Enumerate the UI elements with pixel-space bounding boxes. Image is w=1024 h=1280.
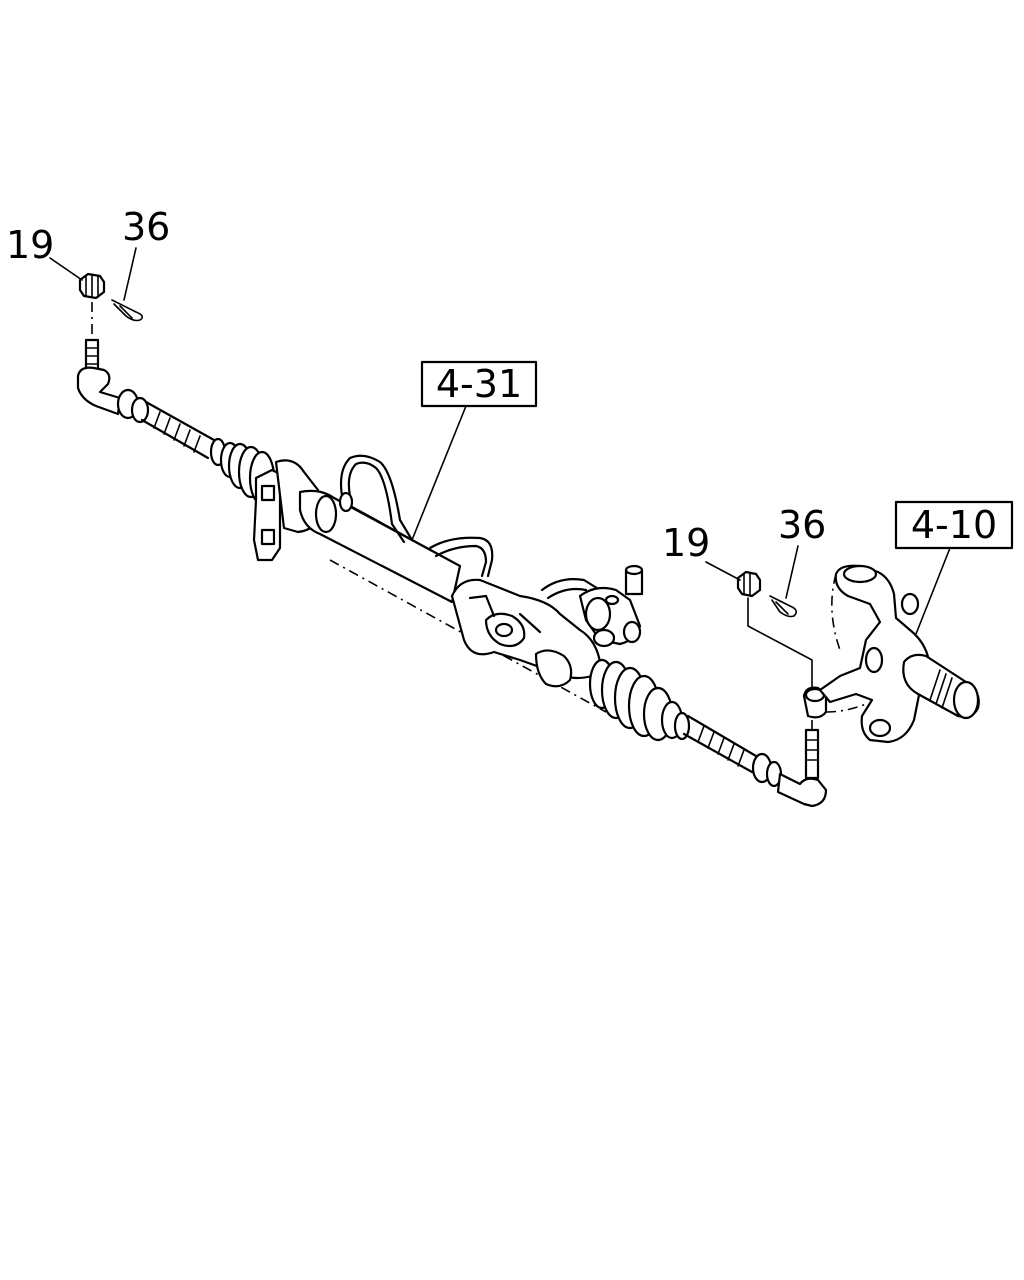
right-boot <box>588 658 691 742</box>
left-tie-rod-end <box>76 366 150 424</box>
ref-label-knuckle: 4-10 <box>911 503 997 547</box>
callout-leader-36-right <box>785 545 799 599</box>
left-tie-rod <box>140 400 227 467</box>
left-nut <box>78 272 106 300</box>
right-tie-rod <box>682 714 783 788</box>
pinion-valve <box>578 564 644 648</box>
callout-leader-36-left <box>123 247 137 301</box>
ref-label-steering-gear: 4-31 <box>436 362 522 406</box>
ref-box-knuckle: 4-10 <box>894 500 1014 550</box>
right-assembly-path <box>747 597 813 691</box>
spindle <box>902 653 980 720</box>
left-cotter-pin <box>111 299 144 322</box>
callout-19-left: 19 <box>6 223 54 267</box>
right-nut <box>736 570 762 598</box>
ref-leader-4-31 <box>411 405 467 541</box>
left-stud <box>84 338 100 372</box>
knuckle-arm-boss <box>802 686 828 719</box>
callout-19-right: 19 <box>662 521 710 565</box>
callout-leader-19-left <box>49 257 83 281</box>
callout-36-left: 36 <box>122 205 170 249</box>
rack-housing-tube <box>298 489 462 604</box>
hydraulic-pipes <box>338 454 494 578</box>
gear-housing <box>450 578 602 688</box>
callout-leader-19-right <box>705 561 741 581</box>
right-tie-rod-end <box>776 728 828 808</box>
ref-box-steering-gear: 4-31 <box>420 360 538 408</box>
ref-leader-4-10 <box>915 547 951 635</box>
callout-36-right: 36 <box>778 503 826 547</box>
right-cotter-pin <box>769 595 798 618</box>
steering-knuckle <box>818 564 932 744</box>
